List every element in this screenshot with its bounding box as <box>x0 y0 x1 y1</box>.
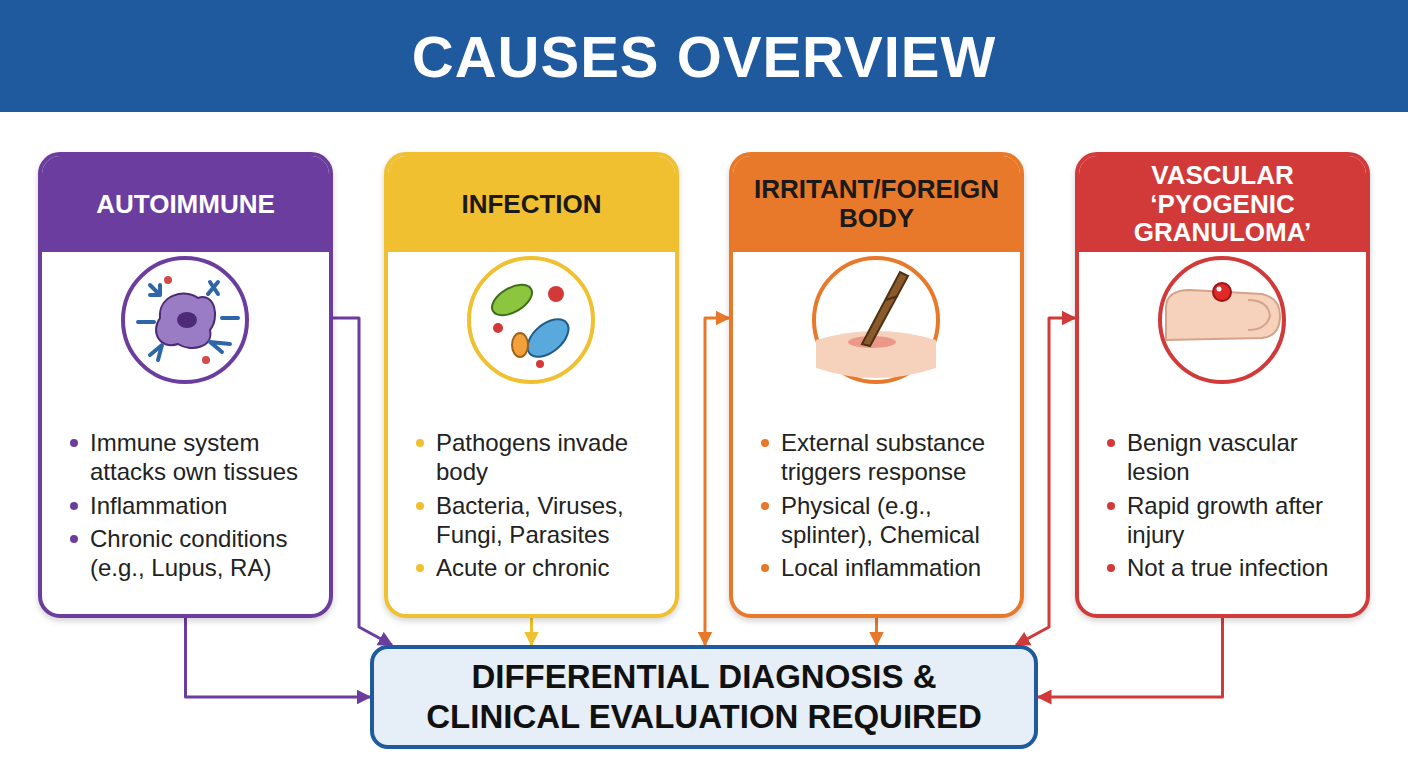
connector-arrow <box>186 618 371 697</box>
card-body: Immune system attacks own tissuesInflamm… <box>68 428 317 586</box>
bullet-text: Inflammation <box>68 491 317 520</box>
bullet-text: Bacteria, Viruses, Fungi, Parasites <box>414 491 663 550</box>
bullet-text: Immune system attacks own tissues <box>68 428 317 487</box>
bullet-text: Pathogens invade body <box>414 428 663 487</box>
connector-arrow <box>705 318 729 645</box>
cause-card: IRRITANT/FOREIGN BODY External substance … <box>729 152 1024 618</box>
connector-arrow <box>1016 318 1075 645</box>
bullet-text: Local inflammation <box>759 553 1008 582</box>
card-body: Pathogens invade bodyBacteria, Viruses, … <box>414 428 663 586</box>
bullet-text: External substance triggers response <box>759 428 1008 487</box>
connector-arrow <box>875 618 878 645</box>
cause-card: VASCULAR ‘PYOGENIC GRANULOMA’ Benign vasc… <box>1075 152 1370 618</box>
result-box: DIFFERENTIAL DIAGNOSIS & CLINICAL EVALUA… <box>370 645 1038 749</box>
bullet-text: Chronic conditions (e.g., Lupus, RA) <box>68 524 317 583</box>
connector-arrow <box>530 618 533 645</box>
bullet-text: Benign vascular lesion <box>1105 428 1354 487</box>
connector-arrow <box>1038 618 1223 697</box>
card-body: Benign vascular lesionRapid growth after… <box>1105 428 1354 586</box>
bullet-text: Rapid growth after injury <box>1105 491 1354 550</box>
cause-card: INFECTION Pathogens invade bodyBacteria, … <box>384 152 679 618</box>
bullet-text: Physical (e.g., splinter), Chemical <box>759 491 1008 550</box>
pathogen-icon <box>469 258 593 382</box>
bullet-text: Not a true infection <box>1105 553 1354 582</box>
card-heading: INFECTION <box>388 156 675 252</box>
card-heading: AUTOIMMUNE <box>42 156 329 252</box>
bullet-text: Acute or chronic <box>414 553 663 582</box>
title: CAUSES OVERVIEW <box>0 0 1408 112</box>
card-heading: VASCULAR ‘PYOGENIC GRANULOMA’ <box>1079 156 1366 252</box>
result-text: DIFFERENTIAL DIAGNOSIS & CLINICAL EVALUA… <box>414 657 994 736</box>
cause-card: AUTOIMMUNE Immune system attacks own tiss… <box>38 152 333 618</box>
immune-icon <box>123 258 247 382</box>
card-body: External substance triggers responsePhys… <box>759 428 1008 586</box>
finger-icon <box>1160 258 1284 382</box>
card-heading: IRRITANT/FOREIGN BODY <box>733 156 1020 252</box>
splinter-icon <box>814 258 938 382</box>
